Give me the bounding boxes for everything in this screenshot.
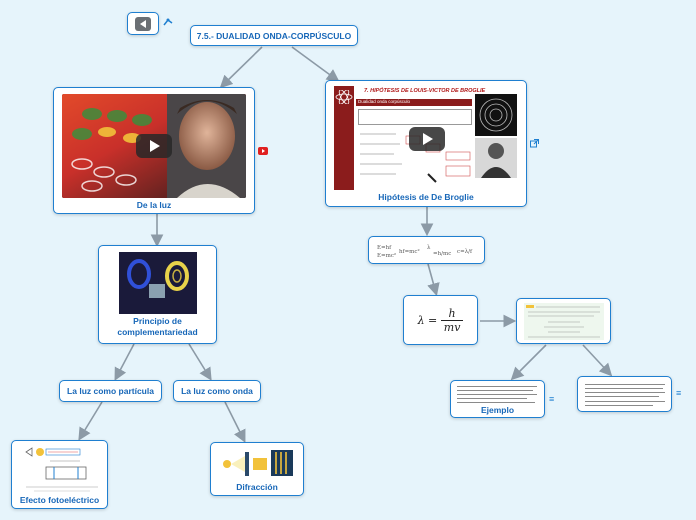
- connector-root-hipotesis: [291, 46, 340, 82]
- formula: λ = h mv: [404, 307, 477, 334]
- topic-hipotesis[interactable]: 7. HIPÓTESIS DE LOUIS-VICTOR DE BROGLIE …: [325, 80, 527, 207]
- connector-principio-particula: [114, 343, 135, 381]
- slide-photo-diffraction: [475, 94, 517, 136]
- label-difraccion: Difracción: [236, 482, 278, 492]
- label-onda: La luz como onda: [181, 386, 253, 396]
- topic-ejemplo[interactable]: Ejemplo: [450, 380, 545, 418]
- connector-particula-foto: [78, 401, 103, 441]
- label-particula: La luz como partícula: [67, 386, 154, 396]
- ejemplo-image: [457, 384, 539, 404]
- root-topic[interactable]: 7.5.- DUALIDAD ONDA-CORPÚSCULO: [190, 25, 358, 46]
- note2-image: [585, 381, 667, 409]
- formula-fraction: h mv: [440, 307, 464, 334]
- topic-onda[interactable]: La luz como onda: [173, 380, 261, 402]
- slide-formulas: [360, 133, 471, 183]
- principle-thumbnail: [119, 252, 197, 314]
- topic-lambda[interactable]: λ = h mv: [403, 295, 478, 345]
- topic-difraccion[interactable]: Difracción: [210, 442, 304, 496]
- notes-icon[interactable]: ≡: [676, 388, 682, 398]
- atom-icon: [335, 90, 353, 104]
- notes-icon[interactable]: ≡: [549, 394, 555, 404]
- connector-principio-onda: [188, 343, 212, 381]
- topic-particula[interactable]: La luz como partícula: [59, 380, 162, 402]
- slide-title: 7. HIPÓTESIS DE LOUIS-VICTOR DE BROGLIE: [364, 88, 486, 94]
- photoelectric-thumbnail: [20, 445, 102, 493]
- svg-text:λ: λ: [427, 245, 431, 251]
- nav-back-button[interactable]: [127, 12, 159, 35]
- slide-thumbnail[interactable]: 7. HIPÓTESIS DE LOUIS-VICTOR DE BROGLIE …: [334, 86, 520, 190]
- note-image: [524, 303, 604, 340]
- connector-note-note2: [582, 344, 613, 377]
- svg-text:hf=mc²: hf=mc²: [399, 248, 420, 255]
- video-thumbnail[interactable]: [62, 94, 246, 198]
- formula-den: mv: [443, 321, 461, 334]
- label-principio: Principio de complementariedad: [117, 316, 198, 337]
- external-link-icon[interactable]: [530, 139, 539, 148]
- svg-text:=h/mc: =h/mc: [433, 251, 451, 257]
- label-fotoelectrico: Efecto fotoeléctrico: [19, 495, 100, 505]
- root-title: 7.5.- DUALIDAD ONDA-CORPÚSCULO: [196, 31, 352, 41]
- topic-note[interactable]: [516, 298, 611, 344]
- formula-lhs: λ =: [417, 314, 438, 327]
- diffraction-thumbnail: [221, 448, 295, 478]
- topic-de-la-luz[interactable]: De la luz: [53, 87, 255, 214]
- connector-onda-difraccion: [224, 401, 246, 443]
- label-ejemplo: Ejemplo: [480, 405, 515, 415]
- formula-num: h: [440, 307, 464, 321]
- connector-note-ejemplo: [510, 344, 547, 381]
- slide-bar: Dualidad onda corpúsculo: [356, 99, 472, 106]
- label-hipotesis: Hipótesis de De Broglie: [378, 192, 474, 202]
- topic-fotoelectrico[interactable]: Efecto fotoeléctrico: [11, 440, 108, 509]
- topic-principio[interactable]: Principio de complementariedad: [98, 245, 217, 344]
- play-icon[interactable]: [409, 127, 445, 151]
- slide-bar-text: Dualidad onda corpúsculo: [358, 99, 411, 104]
- connector-eq-lambda: [427, 263, 440, 297]
- branch-icon: [163, 18, 173, 26]
- slide-sidebar: [334, 86, 354, 190]
- topic-note-2[interactable]: [577, 376, 672, 412]
- slide-box: [358, 109, 472, 125]
- svg-text:E=hf: E=hf: [377, 245, 392, 251]
- youtube-icon[interactable]: [258, 147, 268, 155]
- slide-photo-portrait: [475, 138, 517, 178]
- label-de-la-luz: De la luz: [136, 200, 172, 210]
- play-icon[interactable]: [136, 134, 172, 158]
- connector-root-luz: [219, 46, 263, 89]
- svg-text:E=mc²: E=mc²: [377, 252, 396, 259]
- svg-text:c=λ/f: c=λ/f: [457, 249, 473, 255]
- back-arrow-icon: [135, 17, 151, 31]
- equations-image: E=hfE=mc² hf=mc² λ=h/mc c=λ/f: [377, 245, 473, 259]
